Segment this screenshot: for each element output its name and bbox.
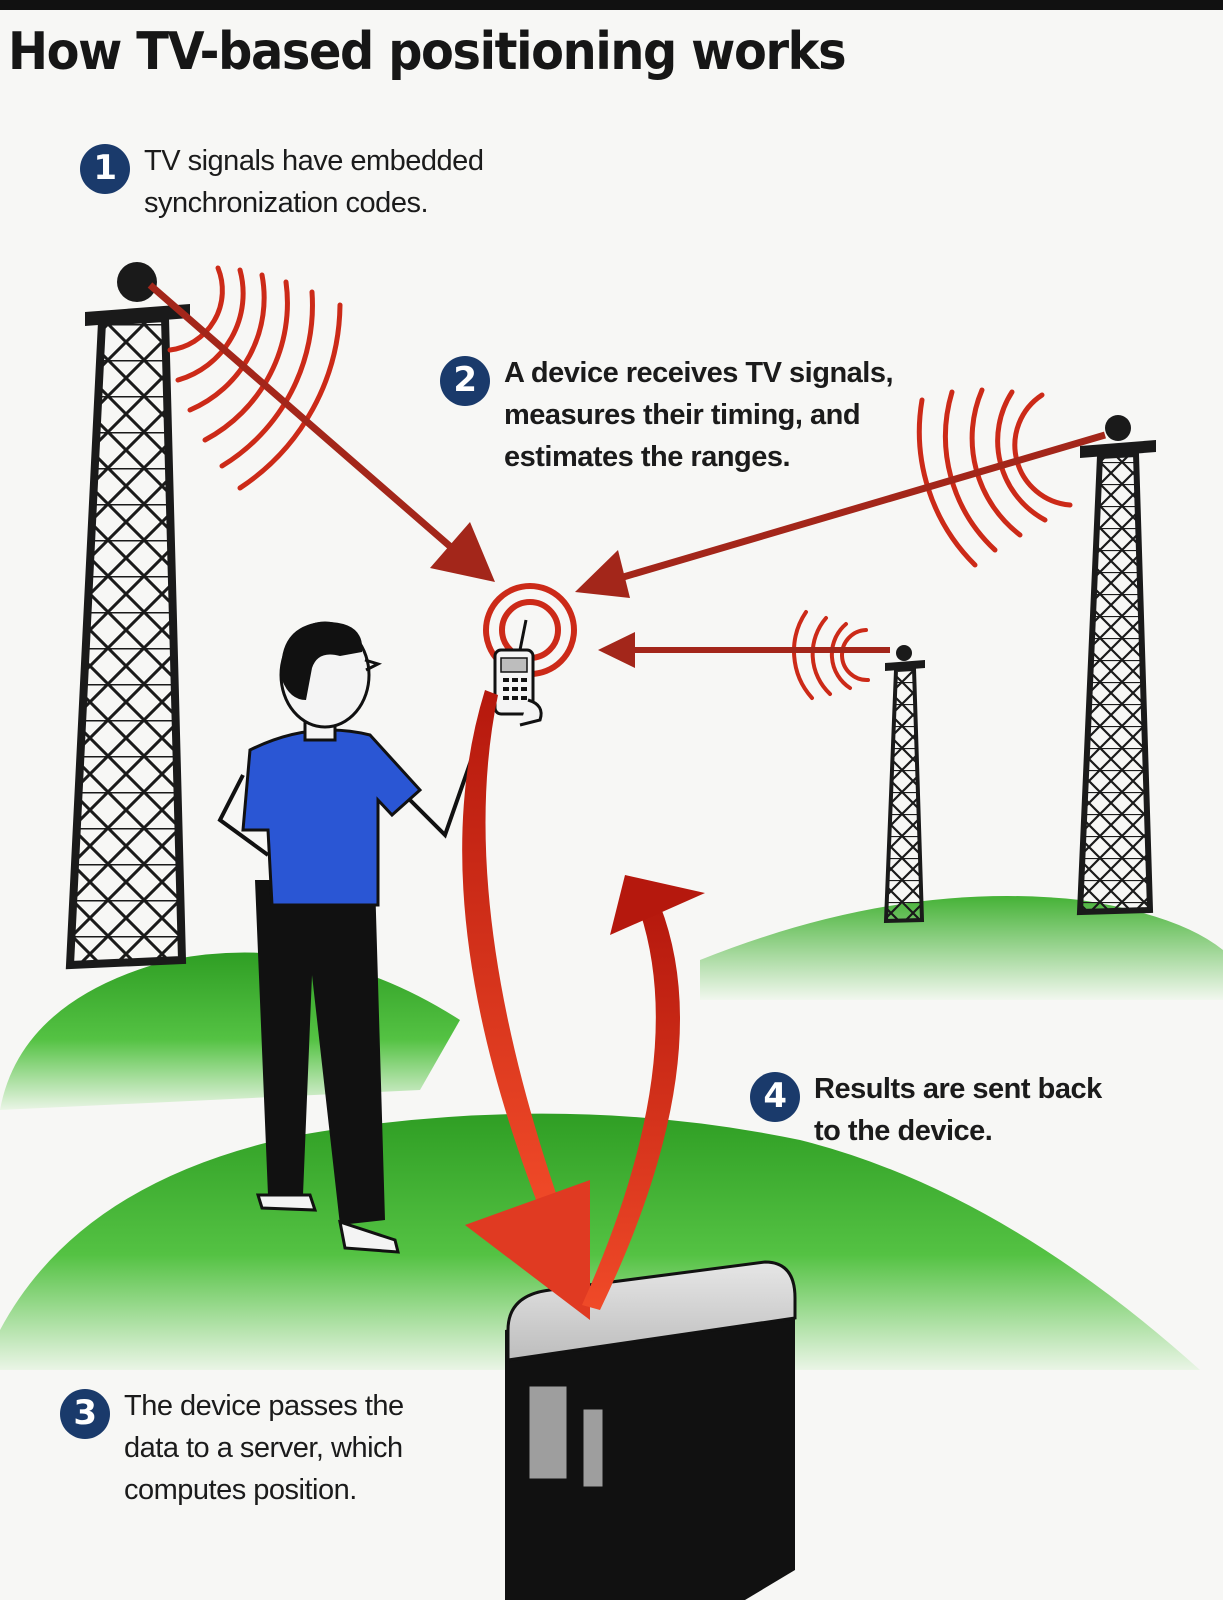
signal-wave-icon (792, 610, 870, 700)
step-1: 1 TV signals have embedded synchronizati… (80, 140, 484, 224)
step-3-line-3: computes position. (124, 1474, 357, 1507)
hill-left (0, 952, 460, 1110)
server-icon (505, 1260, 797, 1600)
tv-tower-icon (65, 262, 190, 970)
page-title: How TV-based positioning works (8, 22, 847, 82)
tv-tower-icon (1076, 415, 1156, 916)
step-2: 2 A device receives TV signals, measures… (440, 352, 894, 478)
step-3-line-1: The device passes the (124, 1390, 404, 1422)
hill-right (700, 896, 1223, 1000)
step-4: 4 Results are sent back to the device. (750, 1068, 1102, 1152)
step-4-badge: 4 (750, 1072, 800, 1122)
step-2-badge: 2 (440, 356, 490, 406)
arrow-icon (575, 431, 1106, 598)
step-2-line-1: A device receives TV signals, (504, 357, 894, 389)
arrow-icon (147, 282, 495, 582)
person-icon (217, 621, 482, 1254)
step-1-line-1: TV signals have embedded (144, 145, 484, 177)
arrow-icon (598, 632, 890, 668)
step-4-line-2: to the device. (814, 1115, 993, 1148)
step-3-badge: 3 (60, 1389, 110, 1439)
tv-tower-icon (883, 645, 925, 924)
arrow-icon (582, 875, 705, 1310)
step-1-line-2: synchronization codes. (144, 187, 429, 220)
step-1-badge: 1 (80, 144, 130, 194)
step-2-line-3: estimates the ranges. (504, 441, 791, 474)
step-2-line-2: measures their timing, and (504, 399, 861, 432)
mobile-device-icon (493, 619, 543, 727)
step-4-line-1: Results are sent back (814, 1073, 1102, 1105)
step-3-line-2: data to a server, which (124, 1432, 403, 1465)
arrow-icon (462, 690, 590, 1320)
top-bar (0, 0, 1223, 10)
signal-wave-icon (916, 387, 1073, 568)
step-3: 3 The device passes the data to a server… (60, 1385, 404, 1511)
signal-wave-icon (167, 265, 343, 491)
